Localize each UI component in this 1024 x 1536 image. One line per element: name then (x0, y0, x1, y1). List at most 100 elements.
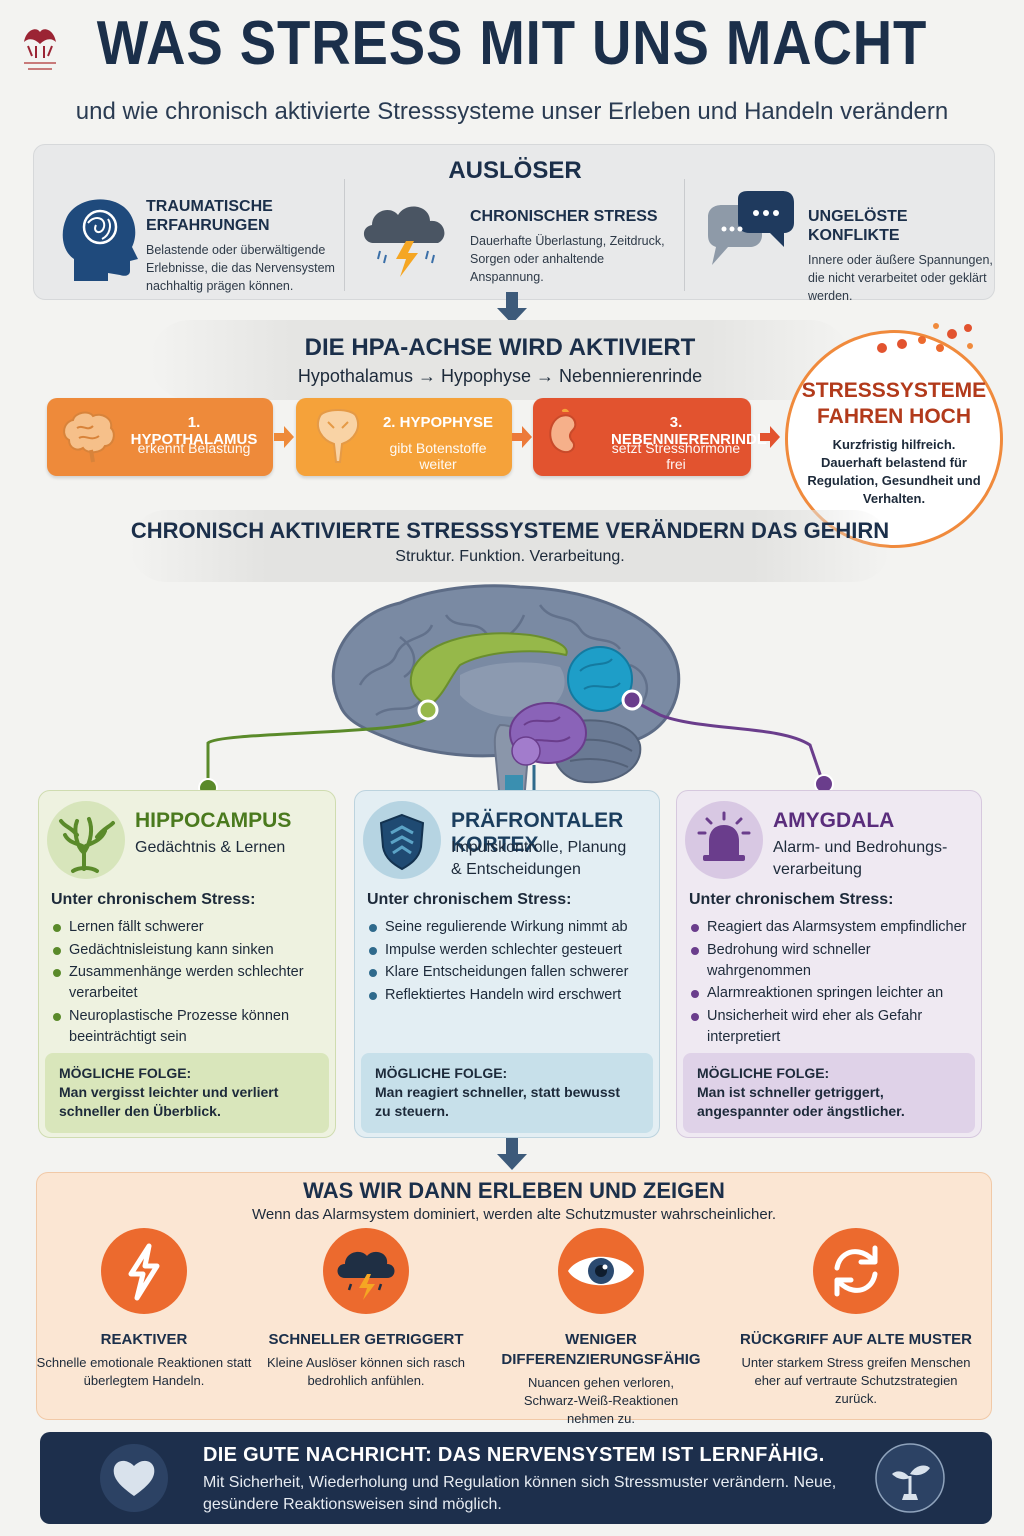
sprout-icon (875, 1443, 945, 1513)
consequence-box: MÖGLICHE FOLGE: Man reagiert schneller, … (361, 1053, 653, 1133)
hpa-title: DIE HPA-ACHSE WIRD AKTIVIERT (304, 334, 696, 361)
region-under: Unter chronischem Stress: (689, 891, 894, 908)
triggers-panel: AUSLÖSER TRAUMATISCHE ERFAHRUNGEN Belast… (33, 144, 995, 303)
brain-icon (63, 411, 115, 463)
hpa-subtitle: Hypothalamus → Hypophyse → Nebennierenri… (297, 366, 703, 386)
experience-item-title: RÜCKGRIFF AUF ALTE MUSTER (740, 1331, 972, 1348)
trigger-text-1: Belastende oder überwältigende Erlebniss… (146, 243, 335, 293)
decorative-dots (877, 323, 973, 353)
experience-item: RÜCKGRIFF AUF ALTE MUSTER Unter starkem … (734, 1228, 978, 1408)
consequence-title: MÖGLICHE FOLGE: (59, 1065, 192, 1081)
region-under: Unter chronischem Stress: (367, 891, 572, 908)
experience-item: REAKTIVER Schnelle emotionale Reaktionen… (34, 1228, 254, 1390)
divider (344, 179, 345, 291)
hpa-step-hypophyse: 2. HYPOPHYSE gibt Botenstoffe weiter (296, 398, 512, 476)
good-news-banner (40, 1432, 992, 1524)
region-bullets: Seine regulierende Wirkung nimmt ab Impu… (367, 917, 649, 1007)
list-item: Zusammenhänge werden schlechter verarbei… (51, 962, 325, 1004)
experience-item-text: Schnelle emotionale Reaktionen statt übe… (36, 1355, 252, 1388)
hpa-step-title: 2. HYPOPHYSE (382, 414, 494, 431)
trigger-text-2: Dauerhafte Überlastung, Zeitdruck, Sorge… (470, 234, 665, 284)
region-bullets: Reagiert das Alarmsystem empfindlicher B… (689, 917, 971, 1049)
gland-icon (316, 409, 360, 463)
region-card-praefrontaler-kortex: PRÄFRONTALER KORTEX Impulskontrolle, Pla… (354, 790, 660, 1138)
trigger-title-3: UNGELÖSTE KONFLIKTE (808, 208, 908, 244)
list-item: Klare Entscheidungen fallen schwerer (367, 962, 649, 983)
list-item: Bedrohung wird schneller wahrgenommen (689, 940, 971, 982)
consequence-box: MÖGLICHE FOLGE: Man vergisst leichter un… (45, 1053, 329, 1133)
page-subtitle: und wie chronisch aktivierte Stresssyste… (75, 98, 949, 125)
experience-item-title: SCHNELLER GETRIGGERT (268, 1331, 464, 1348)
region-desc: Impulskontrolle, Planung & Entscheidunge… (451, 839, 627, 878)
arrow-right-icon (512, 426, 532, 448)
speech-bubbles-icon (708, 191, 794, 265)
brain-subtitle: Struktur. Funktion. Verarbeitung. (395, 548, 625, 565)
experience-item-text: Nuancen gehen verloren, Schwarz-Weiß-Rea… (523, 1375, 679, 1426)
hpa-step-title: 3. NEBENNIERENRINDE (611, 414, 767, 448)
stress-result-text: Kurzfristig hilfreich. Dauerhaft belaste… (807, 437, 981, 506)
trigger-text-3: Innere oder äußere Spannungen, die nicht… (808, 253, 993, 303)
divider (684, 179, 685, 291)
experience-item-title: REAKTIVER (100, 1331, 188, 1348)
hpa-step-text: gibt Botenstoffe weiter (389, 440, 487, 472)
region-card-hippocampus: HIPPOCAMPUS Gedächtnis & Lernen Unter ch… (38, 790, 336, 1138)
eye-icon (558, 1228, 644, 1314)
experience-item-text: Kleine Auslöser können sich rasch bedroh… (266, 1355, 465, 1388)
brain-title: CHRONISCH AKTIVIERTE STRESSSYSTEME VERÄN… (130, 518, 890, 543)
consequence-title: MÖGLICHE FOLGE: (375, 1065, 508, 1081)
consequence-text: Man reagiert schneller, statt bewusst zu… (375, 1084, 621, 1119)
hpa-step-title: 1. HYPOTHALAMUS (130, 414, 258, 448)
trigger-title-1: TRAUMATISCHE ERFAHRUNGEN (146, 198, 273, 234)
brain-illustration (198, 584, 834, 805)
alarm-bell-icon (685, 801, 763, 879)
experience-item: WENIGER DIFFERENZIERUNGSFÄHIG Nuancen ge… (484, 1228, 718, 1428)
cycle-arrows-icon (813, 1228, 899, 1314)
consequence-text: Man ist schneller getriggert, angespannt… (697, 1084, 905, 1119)
list-item: Reagiert das Alarmsystem empfindlicher (689, 917, 971, 938)
experience-item: SCHNELLER GETRIGGERT Kleine Auslöser kön… (256, 1228, 476, 1390)
list-item: Lernen fällt schwerer (51, 917, 325, 938)
region-desc: Gedächtnis & Lernen (135, 839, 286, 856)
consequence-box: MÖGLICHE FOLGE: Man ist schneller getrig… (683, 1053, 975, 1133)
region-card-amygdala: AMYGDALA Alarm- und Bedrohungs- verarbei… (676, 790, 982, 1138)
shield-icon (363, 801, 441, 879)
storm-cloud-icon (323, 1228, 409, 1314)
head-thoughts-icon (62, 199, 138, 281)
hpa-step-text: erkennt Belastung (137, 440, 251, 456)
experience-item-title: WENIGER DIFFERENZIERUNGSFÄHIG (501, 1331, 701, 1368)
region-name: AMYGDALA (773, 809, 895, 832)
hpa-step-text: setzt Stresshormone frei (611, 440, 741, 472)
tree-icon (47, 801, 125, 879)
region-under: Unter chronischem Stress: (51, 891, 256, 908)
region-name: HIPPOCAMPUS (135, 809, 292, 832)
list-item: Neuroplastische Prozesse können beeinträ… (51, 1006, 325, 1048)
down-arrow-icon (497, 292, 527, 324)
down-arrow-icon (497, 1138, 527, 1170)
good-news-text: Mit Sicherheit, Wiederholung und Regulat… (203, 1474, 837, 1513)
good-news-title: DIE GUTE NACHRICHT: DAS NERVENSYSTEM IST… (203, 1444, 825, 1466)
region-name: PRÄFRONTALER KORTEX (451, 809, 624, 856)
region-desc: Alarm- und Bedrohungs- verarbeitung (773, 839, 948, 878)
list-item: Seine regulierende Wirkung nimmt ab (367, 917, 649, 938)
hpa-step-nebennierenrinde: 3. NEBENNIERENRINDE setzt Stresshormone … (533, 398, 767, 476)
experience-item-text: Unter starkem Stress greifen Menschen eh… (741, 1355, 971, 1406)
list-item: Alarmreaktionen springen leichter an (689, 983, 971, 1004)
list-item: Reflektiertes Handeln wird erschwert (367, 985, 649, 1006)
hpa-step-hypothalamus: 1. HYPOTHALAMUS erkennt Belastung (47, 398, 273, 476)
kidney-icon (549, 408, 577, 454)
arrow-right-icon (760, 426, 780, 448)
page-title: WAS STRESS MIT UNS MACHT (96, 9, 928, 78)
stress-result-title: STRESSSYSTEME FAHREN HOCH (801, 379, 987, 428)
triggers-title: AUSLÖSER (448, 157, 582, 184)
list-item: Impulse werden schlechter gesteuert (367, 940, 649, 961)
arrow-right-icon (274, 426, 294, 448)
trigger-title-2: CHRONISCHER STRESS (470, 208, 658, 225)
experience-title: WAS WIR DANN ERLEBEN UND ZEIGEN (303, 1178, 725, 1203)
brain-band (130, 510, 890, 582)
region-bullets: Lernen fällt schwerer Gedächtnisleistung… (51, 917, 325, 1049)
heart-icon (100, 1444, 168, 1512)
consequence-text: Man vergisst leichter und verliert schne… (59, 1084, 279, 1119)
experience-subtitle: Wenn das Alarmsystem dominiert, werden a… (251, 1206, 777, 1223)
logo (24, 29, 56, 70)
list-item: Unsicherheit wird eher als Gefahr interp… (689, 1006, 971, 1048)
